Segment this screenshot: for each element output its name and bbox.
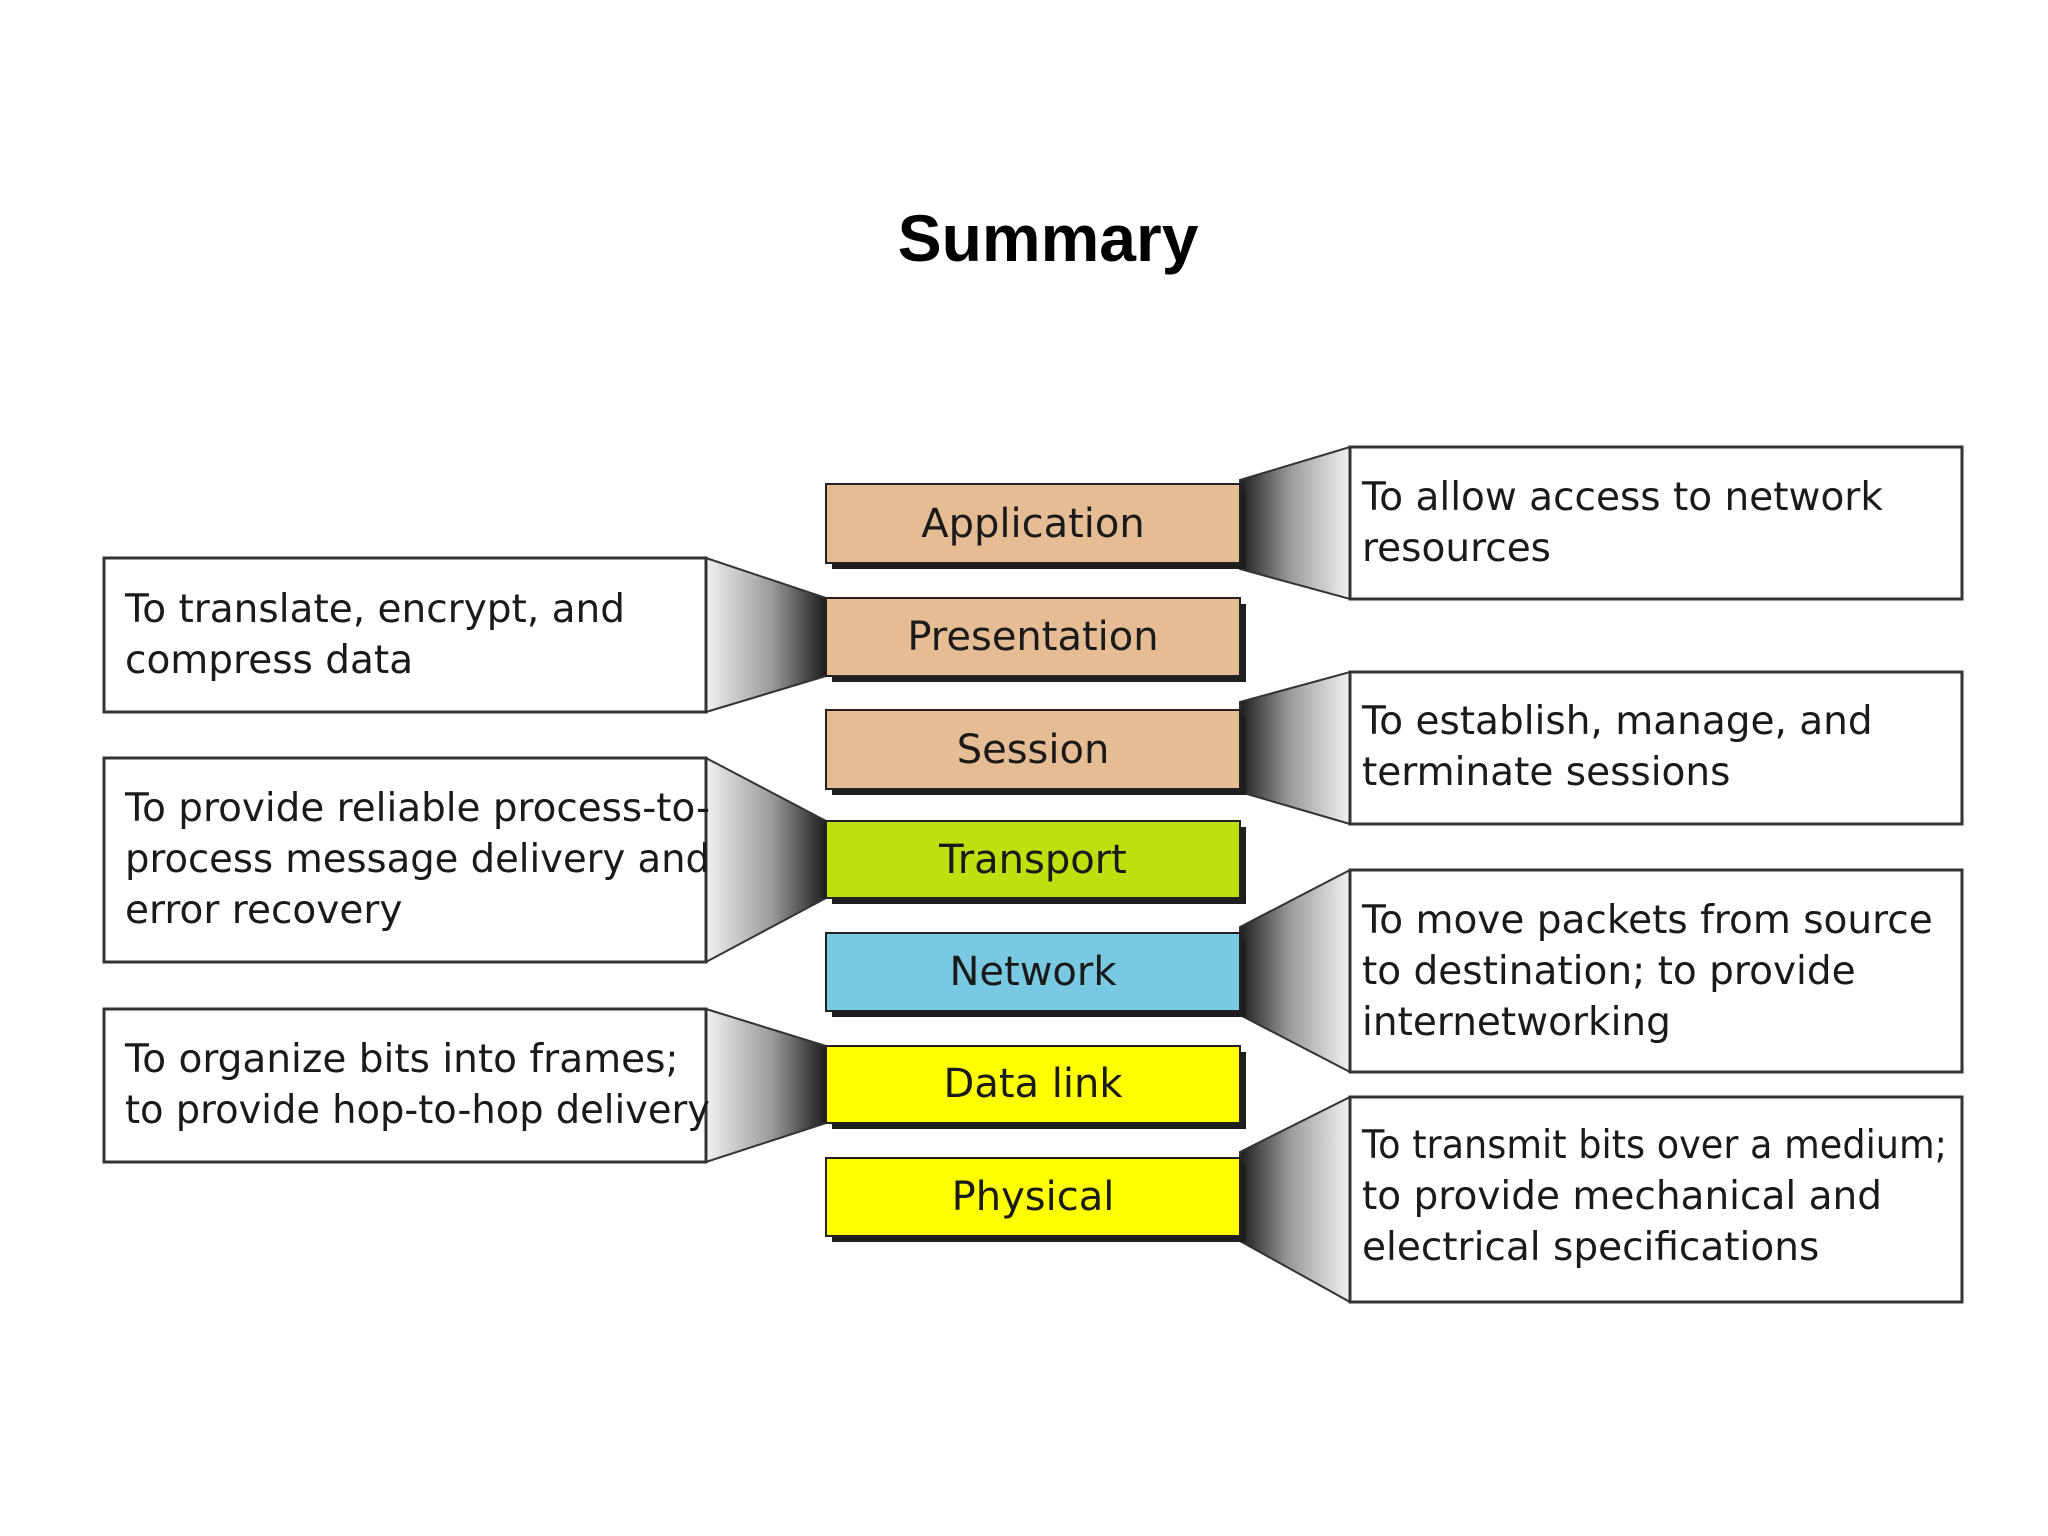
connectors [705, 445, 1351, 1304]
desc-physical-line-1: To transmit bits over a medium; [1361, 1123, 1947, 1168]
layer-label-data-link: Data link [944, 1061, 1124, 1107]
slide-title: Summary [897, 201, 1199, 275]
desc-physical-line-3: electrical specifications [1362, 1225, 1819, 1270]
connector-application [1239, 445, 1351, 601]
desc-data-link-line-2: to provide hop-to-hop delivery [125, 1088, 710, 1133]
layer-transport: Transport [825, 820, 1246, 904]
desc-box-data-link [102, 1007, 708, 1164]
desc-box-transport [102, 756, 708, 964]
connector-physical [1239, 1095, 1351, 1304]
desc-box-session [1348, 670, 1964, 826]
layer-box-network [825, 932, 1241, 1012]
desc-transport-line-1: To provide reliable process-to- [124, 786, 710, 831]
desc-transport-line-3: error recovery [125, 888, 402, 933]
layer-box-application [825, 483, 1241, 564]
desc-presentation-line-2: compress data [125, 638, 413, 683]
layer-box-data-link [825, 1045, 1241, 1124]
layer-data-link: Data link [825, 1045, 1246, 1129]
layer-label-physical: Physical [952, 1174, 1115, 1220]
desc-network-line-2: to destination; to provide [1362, 949, 1856, 994]
description-boxes [102, 445, 1964, 1304]
layer-session: Session [825, 709, 1246, 795]
description-texts: To allow access to network resources To … [124, 475, 1947, 1270]
layer-label-presentation: Presentation [907, 614, 1158, 660]
desc-session-line-1: To establish, manage, and [1361, 699, 1873, 744]
desc-network-line-3: internetworking [1362, 1000, 1671, 1045]
layer-box-presentation [825, 597, 1241, 677]
desc-session-line-2: terminate sessions [1362, 750, 1730, 795]
layer-network: Network [825, 932, 1246, 1017]
layer-label-session: Session [957, 727, 1110, 773]
desc-application-line-1: To allow access to network [1361, 475, 1883, 520]
desc-box-application [1348, 445, 1964, 601]
layer-presentation: Presentation [825, 597, 1246, 682]
connector-session [1239, 670, 1351, 826]
connector-data-link [705, 1007, 827, 1164]
layer-box-physical [825, 1157, 1241, 1237]
layer-physical: Physical [825, 1157, 1246, 1242]
desc-presentation-line-1: To translate, encrypt, and [124, 587, 625, 632]
layer-label-application: Application [921, 501, 1145, 547]
connector-transport [705, 756, 827, 964]
layer-box-transport [825, 820, 1241, 899]
layer-application: Application [825, 483, 1246, 569]
layer-stack: Application Presentation Session Transpo… [825, 483, 1246, 1242]
desc-transport-line-2: process message delivery and [125, 837, 710, 882]
desc-box-presentation [102, 556, 708, 714]
connector-network [1239, 868, 1351, 1074]
desc-data-link-line-1: To organize bits into frames; [124, 1037, 679, 1082]
layer-box-session [825, 709, 1241, 790]
connector-presentation [705, 556, 827, 714]
desc-box-physical [1348, 1095, 1964, 1304]
layer-label-network: Network [949, 949, 1117, 995]
desc-physical-line-2: to provide mechanical and [1362, 1174, 1882, 1219]
layer-label-transport: Transport [938, 837, 1127, 883]
desc-application-line-2: resources [1362, 526, 1551, 571]
desc-box-network [1348, 868, 1964, 1074]
desc-network-line-1: To move packets from source [1361, 898, 1933, 943]
